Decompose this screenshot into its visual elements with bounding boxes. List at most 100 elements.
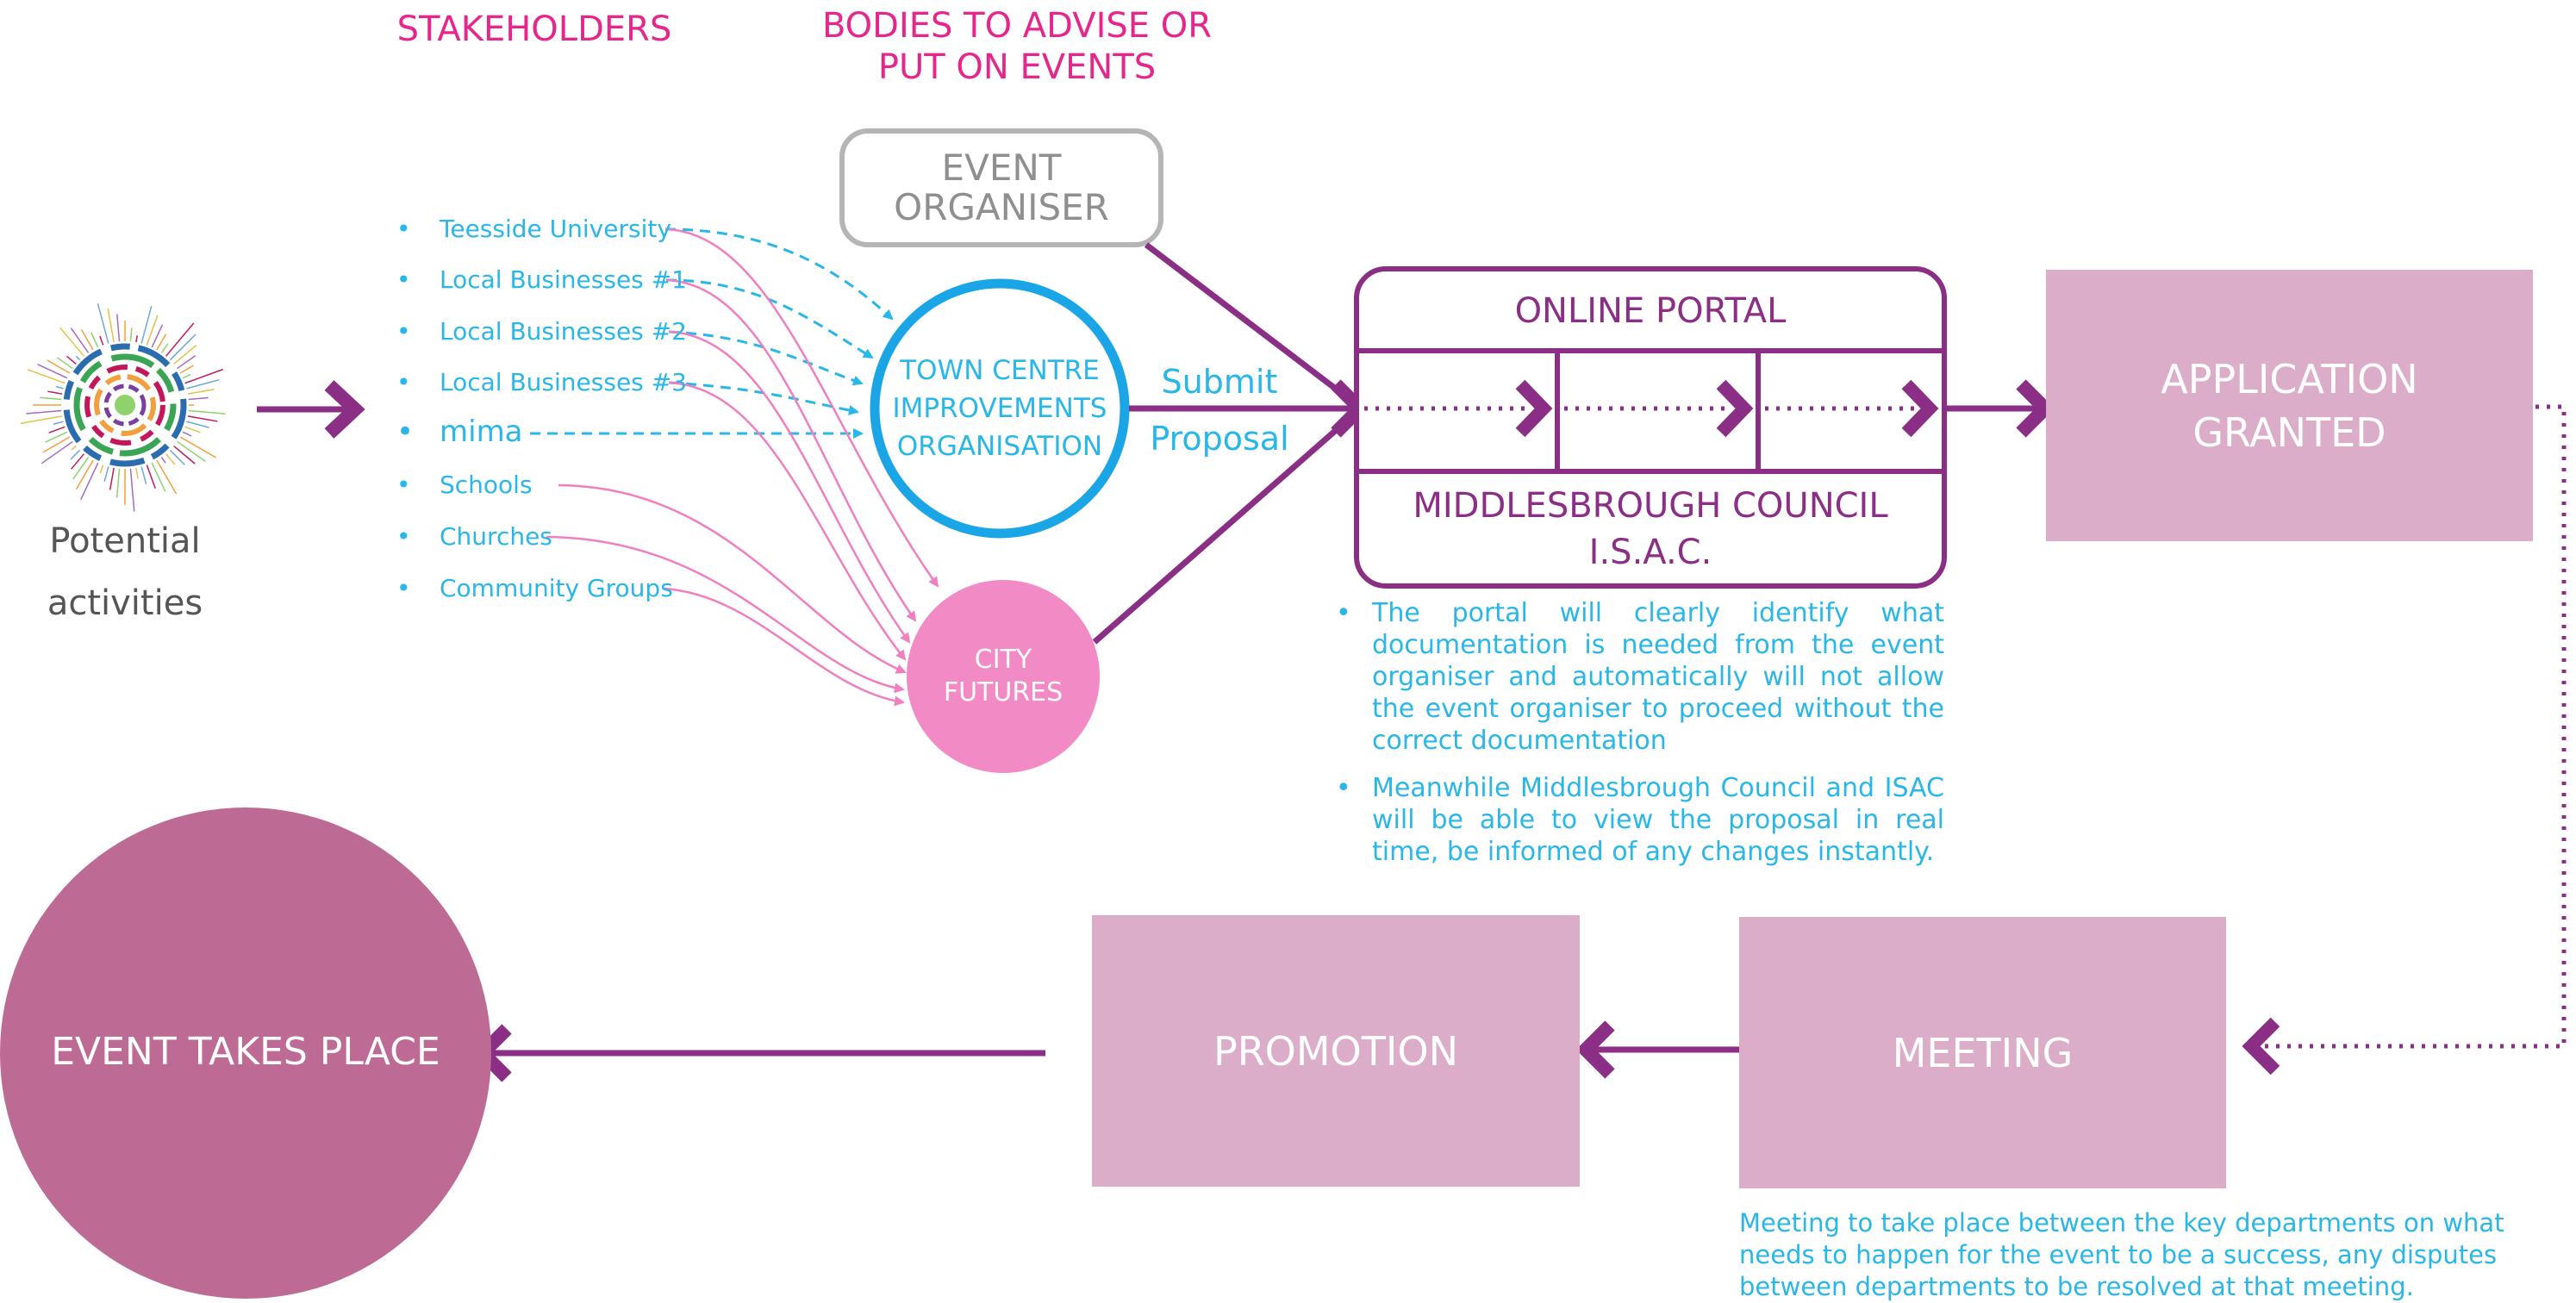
- activity-ray: [186, 421, 209, 428]
- event-label: EVENT TAKES PLACE: [0, 974, 491, 1129]
- activity-ray: [20, 415, 63, 425]
- activity-ray: [99, 335, 104, 346]
- activity-ray: [42, 436, 71, 453]
- activity-ray: [47, 390, 63, 395]
- stakeholder-item: • Community Groups: [396, 574, 673, 603]
- activity-ray: [55, 385, 64, 390]
- stakeholder-connectors-cyan: [530, 228, 894, 439]
- activity-ray: [70, 449, 81, 460]
- activity-ray: [107, 308, 115, 343]
- promotion-label: PROMOTION: [1092, 915, 1580, 1187]
- potential-activities-label: Potential activities: [26, 510, 224, 634]
- activity-ray: [177, 440, 206, 463]
- activity-ray: [169, 334, 196, 361]
- bodies-header-line2: PUT ON EVENTS: [877, 47, 1157, 87]
- city-futures-line2: FUTURES: [943, 677, 1063, 708]
- city-futures-label: CITY FUTURES: [917, 633, 1089, 720]
- portal-note-item: • Meanwhile Middlesbrough Council and ISA…: [1327, 772, 1944, 868]
- arrow-to-stakeholders: [257, 380, 365, 439]
- stakeholder-label: Local Businesses #3: [440, 368, 687, 396]
- activity-ray: [53, 421, 64, 425]
- activity-ray: [135, 335, 138, 343]
- activity-ray: [135, 467, 139, 479]
- activity-ray: [169, 449, 185, 465]
- portal-note-item: •The portal will clearly identify what d…: [1327, 597, 1944, 757]
- bullet-dot: •: [1336, 773, 1351, 803]
- arrow-to-promotion: [1575, 1020, 1739, 1079]
- activity-ray: [97, 302, 109, 344]
- city-futures-circle: [907, 580, 1100, 773]
- stakeholder-label: Schools: [440, 471, 533, 499]
- activity-ray: [165, 322, 195, 357]
- stakeholders-header-text: STAKEHOLDERS: [396, 9, 672, 49]
- submit-line1: Submit: [1161, 363, 1278, 401]
- activity-ray: [160, 457, 166, 464]
- activity-ray: [71, 445, 77, 451]
- town-centre-circle: [870, 278, 1130, 539]
- portal-notes: • The portal will clearly identify what d…: [1327, 597, 1944, 883]
- activity-ray: [188, 396, 209, 401]
- activity-ray: [56, 357, 73, 370]
- stakeholder-label: Community Groups: [440, 574, 673, 602]
- stakeholder-item: •Local Businesses #2: [396, 317, 687, 346]
- activity-ray: [179, 365, 195, 374]
- portal-note-text: Meanwhile Middlesbrough Council and ISAC…: [1372, 773, 1944, 867]
- stakeholder-label: Local Businesses #2: [440, 317, 687, 346]
- application-granted-label: APPLICATION GRANTED: [2046, 270, 2533, 541]
- activity-ray: [165, 453, 176, 465]
- bodies-header: BODIES TO ADVISE OR PUT ON EVENTS: [776, 5, 1258, 88]
- activity-ray: [45, 431, 68, 443]
- portal-council: MIDDLESBROUGH COUNCIL I.S.A.C.: [1359, 474, 1942, 583]
- activity-ray: [71, 453, 85, 470]
- potential-activities-graphic: [20, 302, 226, 512]
- bodies-header-line1: BODIES TO ADVISE OR: [821, 6, 1213, 46]
- bullet-dot: •: [396, 522, 411, 551]
- activity-ray: [173, 445, 196, 464]
- activity-ray: [72, 457, 90, 480]
- activity-ray: [173, 345, 197, 365]
- online-portal-box: [1354, 266, 1947, 589]
- activity-ray: [156, 334, 167, 351]
- activity-ray: [140, 466, 147, 484]
- activity-ray: [186, 379, 220, 390]
- activity-ray: [47, 359, 71, 374]
- portal-title-text: ONLINE PORTAL: [1514, 291, 1787, 331]
- activity-ray: [75, 355, 81, 361]
- activity-ray: [80, 329, 94, 351]
- promotion-box: [1092, 915, 1580, 1187]
- submit-line2: Proposal: [1150, 420, 1289, 458]
- portal-council-line1: MIDDLESBROUGH COUNCIL: [1413, 485, 1888, 526]
- activity-ray: [41, 440, 73, 464]
- activity-ray: [187, 415, 218, 422]
- event-organiser-box: [839, 128, 1163, 247]
- stakeholders-header: STAKEHOLDERS: [379, 9, 689, 50]
- activity-ray: [70, 327, 90, 353]
- activity-ray: [90, 332, 99, 348]
- activity-ray: [116, 314, 121, 342]
- activity-ray: [146, 315, 159, 346]
- activity-ray: [187, 389, 215, 395]
- activity-ray: [188, 409, 226, 415]
- town-centre-line2: IMPROVEMENTS: [892, 393, 1107, 424]
- meeting-note: Meeting to take place between the key de…: [1739, 1207, 2541, 1303]
- submit-proposal-label: Submit Proposal: [1138, 353, 1301, 467]
- portal-council-line2: I.S.A.C.: [1588, 532, 1712, 572]
- bullet-dot: •: [396, 265, 411, 294]
- portal-note-text: The portal will clearly identify what do…: [1372, 598, 1944, 756]
- event-organiser-line1: EVENT: [941, 147, 1062, 189]
- arrow-to-application: [1944, 379, 2055, 438]
- activity-ray: [80, 462, 99, 500]
- promotion-label-text: PROMOTION: [1213, 1027, 1459, 1075]
- event-label-text: EVENT TAKES PLACE: [51, 1029, 440, 1074]
- stakeholder-label: Teesside University: [440, 215, 671, 243]
- activity-ray: [59, 327, 85, 357]
- activity-ray: [151, 324, 164, 348]
- application-granted-box: [2046, 270, 2533, 541]
- activity-ray: [177, 355, 196, 370]
- meeting-note-text: Meeting to take place between the key de…: [1739, 1208, 2504, 1301]
- stakeholder-item: •mima: [396, 417, 523, 446]
- meeting-label: MEETING: [1739, 917, 2226, 1188]
- bullet-dot: •: [396, 574, 411, 602]
